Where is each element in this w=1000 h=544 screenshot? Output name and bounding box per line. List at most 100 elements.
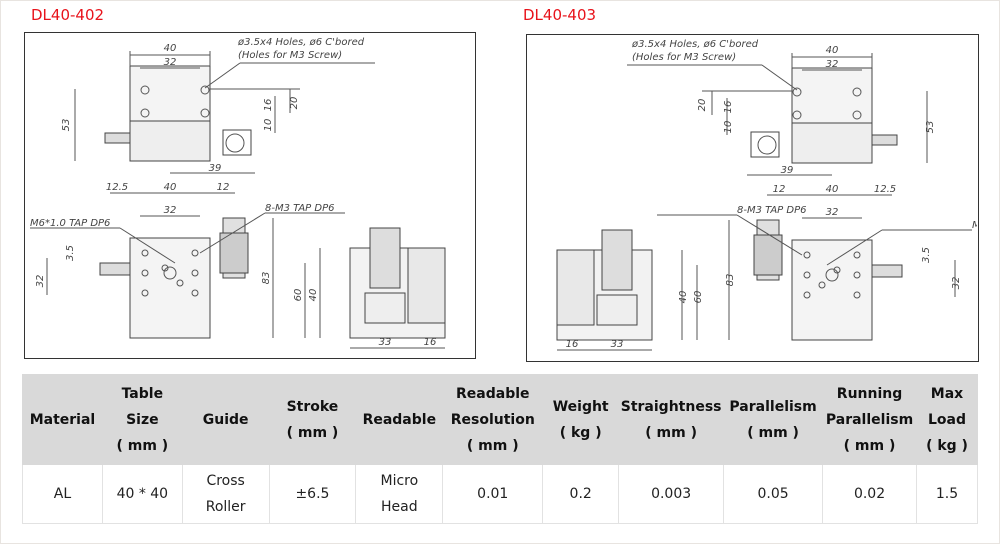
header-line: Max [930, 385, 964, 402]
dim-32-side: 32 [35, 275, 46, 288]
table-cell: 40 * 40 [101, 464, 183, 524]
dim-40: 40 [826, 45, 839, 56]
tap-note-m3: 8-M3 TAP DP6 [265, 203, 334, 214]
tap-note-m6: M6*1.0 TAP DP6 [30, 218, 110, 229]
cell-line: 0.05 [757, 486, 789, 502]
dim-16-side: 16 [566, 339, 579, 350]
dim-32-side: 32 [951, 277, 962, 290]
dim-12-5: 12.5 [106, 182, 128, 193]
cell-line: AL [53, 486, 72, 502]
column-header: Straightness ( mm ) [618, 374, 725, 465]
cell-line: Head [381, 499, 418, 515]
header-line: ( mm ) [286, 424, 339, 441]
column-header: Weight ( kg ) [542, 374, 620, 465]
dim-40-front: 40 [164, 182, 177, 193]
header-line: ( mm ) [466, 437, 519, 454]
table-cell: 0.2 [542, 464, 620, 524]
dim-20: 20 [289, 97, 300, 110]
header-line: Readable [456, 385, 530, 402]
dim-3-5: 3.5 [65, 245, 76, 261]
header-line: Table [121, 385, 164, 402]
column-header: Guide [181, 374, 270, 465]
header-line: ( mm ) [116, 437, 169, 454]
header-line: ( mm ) [843, 437, 896, 454]
dim-33: 33 [611, 339, 624, 350]
cell-line: 0.01 [477, 486, 509, 502]
drawing-panel-dl40-402: 40 32 53 20 16 10 39 ø3.5x4 Holes, ø6 C'bored (H… [24, 32, 476, 359]
header-line: Guide [202, 411, 249, 428]
table-cell: 0.01 [442, 464, 544, 524]
dim-32-front: 32 [164, 205, 177, 216]
table-cell: 0.003 [618, 464, 725, 524]
cell-line: ±6.5 [295, 486, 330, 502]
column-header: Material [22, 374, 103, 465]
dim-39: 39 [781, 165, 794, 176]
table-cell: 1.5 [916, 464, 978, 524]
header-line: ( kg ) [559, 424, 602, 441]
column-header: Parallelism ( mm ) [723, 374, 824, 465]
dim-33: 33 [379, 337, 392, 348]
cell-line: Micro [380, 473, 419, 489]
dim-53: 53 [61, 119, 72, 132]
header-line: Running [836, 385, 903, 402]
dim-40-front: 40 [826, 184, 839, 195]
dim-40-side: 40 [678, 291, 689, 304]
dim-32-front: 32 [826, 207, 839, 218]
header-line: Parallelism [825, 411, 914, 428]
dim-83: 83 [725, 274, 736, 287]
column-header: Stroke ( mm ) [268, 374, 357, 465]
dim-20: 20 [697, 99, 708, 112]
dim-3-5: 3.5 [921, 247, 932, 263]
technical-drawing: 40 32 53 20 16 10 39 ø3.5x4 Holes, ø6 C'bored (H… [30, 37, 446, 349]
dim-12-5: 12.5 [874, 184, 896, 195]
cell-line: Cross [206, 473, 245, 489]
header-line: Stroke [286, 398, 339, 415]
header-line: Resolution [450, 411, 535, 428]
dim-53: 53 [925, 121, 936, 134]
header-line: Material [29, 411, 96, 428]
header-line: ( mm ) [645, 424, 697, 441]
header-line: Size [126, 411, 159, 428]
table-cell: 0.02 [822, 464, 918, 524]
header-line: Weight [552, 398, 609, 415]
holes-note: ø3.5x4 Holes, ø6 C'bored [631, 39, 759, 50]
dim-60: 60 [293, 289, 304, 302]
header-line: ( mm ) [747, 424, 799, 441]
table-cell: AL [22, 464, 103, 524]
dim-83: 83 [261, 272, 272, 285]
dim-39: 39 [209, 163, 222, 174]
dim-16-side: 16 [424, 337, 437, 348]
holes-note-sub: (Holes for M3 Screw) [238, 50, 342, 61]
cell-line: 40 * 40 [116, 486, 169, 502]
dim-40-side: 40 [308, 289, 319, 302]
header-line: Straightness [620, 398, 722, 415]
holes-note-sub: (Holes for M3 Screw) [632, 52, 736, 63]
dim-16: 16 [263, 99, 274, 112]
dim-16: 16 [723, 101, 734, 114]
tap-note-m3: 8-M3 TAP DP6 [737, 205, 806, 216]
model-title-dl40-402: DL40-402 [31, 6, 105, 24]
dim-10: 10 [263, 119, 274, 132]
tap-note-m6: M6*1.0 TAP DP6 [972, 220, 977, 231]
header-line: Load [928, 411, 967, 428]
dim-60: 60 [693, 291, 704, 304]
model-title-dl40-403: DL40-403 [523, 6, 597, 24]
dim-32: 32 [164, 57, 177, 68]
cell-line: Roller [205, 499, 246, 515]
cell-line: 1.5 [935, 486, 959, 502]
table-cell: ±6.5 [268, 464, 357, 524]
header-line: Parallelism [729, 398, 817, 415]
cell-line: 0.02 [853, 486, 886, 502]
holes-note: ø3.5x4 Holes, ø6 C'bored [237, 37, 365, 48]
dim-32: 32 [826, 59, 839, 70]
cell-line: 0.2 [569, 486, 592, 502]
